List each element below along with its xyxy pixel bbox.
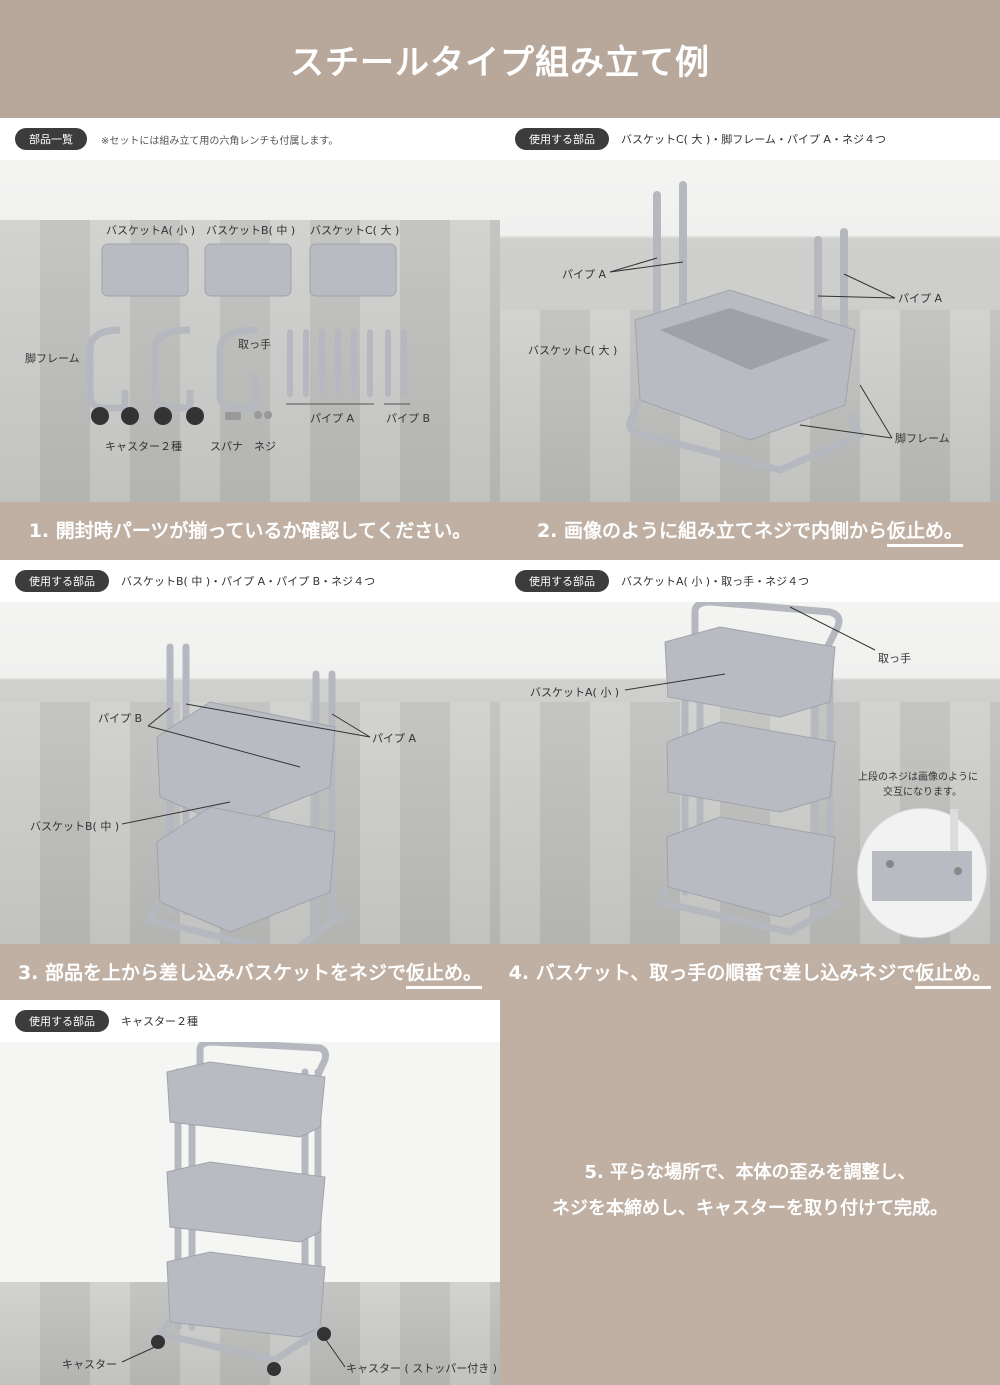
page-title: スチールタイプ組み立て例	[290, 42, 710, 83]
step-3-illustration	[121, 643, 371, 944]
parts-used: バスケットC( 大 )・脚フレーム・パイプ A・ネジ４つ	[621, 133, 886, 146]
basket-lower-shape	[166, 1251, 326, 1338]
label-basket-a: バスケットA( 小 )	[530, 686, 620, 699]
label-pipe-a-right: パイプ A	[898, 292, 943, 305]
parts-pill: 使用する部品	[15, 570, 109, 592]
label-spanner: スパナ	[210, 440, 243, 453]
parts-pill: 使用する部品	[15, 1010, 109, 1032]
panel-topbar: 使用する部品 バスケットB( 中 )・パイプ A・パイプ B・ネジ４つ	[0, 560, 500, 602]
parts-pill: 使用する部品	[515, 128, 609, 150]
step-2-photo: パイプ A パイプ A バスケットC( 大 ) 脚フレーム	[500, 160, 1000, 502]
step-1-caption: 1. 開封時パーツが揃っているか確認してください。	[28, 520, 472, 542]
panel-step-3: 使用する部品 バスケットB( 中 )・パイプ A・パイプ B・ネジ４つ パイプ …	[0, 560, 500, 944]
basket-a-shape	[664, 626, 836, 718]
casters-shape	[91, 407, 204, 425]
pipes-a	[287, 329, 373, 397]
label-pipe-a: パイプ A	[310, 412, 355, 425]
leg-frame-shape-2	[151, 326, 194, 412]
leg-frame-shape	[86, 326, 129, 412]
label-basket-b: バスケットB( 中 )	[30, 820, 120, 833]
step-4-caption: 4. バスケット、取っ手の順番で差し込みネジで仮止め。	[500, 958, 1000, 989]
final-line-1: 5. 平らな場所で、本体の歪みを調整し、	[584, 1162, 916, 1183]
panel-step-2: 使用する部品 バスケットC( 大 )・脚フレーム・パイプ A・ネジ４つ	[500, 118, 1000, 502]
basket-b-shape	[204, 243, 292, 297]
label-basket-c: バスケットC( 大 )	[310, 224, 400, 237]
label-caster: キャスター２種	[105, 440, 182, 453]
handle-shape	[196, 1042, 329, 1084]
label-caster: キャスター	[62, 1358, 117, 1371]
wrench-note: ※セットには組み立て用の六角レンチも付属します。	[101, 135, 339, 147]
step-2-illustration	[609, 181, 896, 474]
parts-photo: バスケットA( 小 ) バスケットB( 中 ) バスケットC( 大 ) 脚フレー…	[0, 160, 500, 502]
basket-c-shape	[309, 243, 397, 297]
panel-topbar: 使用する部品 キャスター２種	[0, 1000, 500, 1042]
label-pipe-b: パイプ B	[98, 712, 143, 725]
final-line-2: ネジを本締めし、キャスターを取り付けて完成。	[552, 1198, 948, 1219]
label-basket-a: バスケットA( 小 )	[106, 224, 196, 237]
step-4-photo: 取っ手 バスケットA( 小 ) 上段のネジは画像のように 交互になります。	[500, 602, 1000, 944]
screws-shape	[225, 411, 272, 420]
leg-frame-shape	[626, 398, 865, 474]
panel-step-5: 使用する部品 キャスター２種	[0, 1000, 500, 1385]
note-line-2: 交互になります。	[883, 787, 962, 798]
panel-parts-list: 部品一覧 ※セットには組み立て用の六角レンチも付属します。	[0, 118, 500, 502]
parts-used: バスケットB( 中 )・パイプ A・パイプ B・ネジ４つ	[121, 575, 376, 588]
page-header: スチールタイプ組み立て例	[0, 0, 1000, 118]
pipes-b	[385, 329, 407, 397]
parts-used: バスケットA( 小 )・取っ手・ネジ４つ	[621, 575, 810, 588]
label-caster-stopper: キャスター ( ストッパー付き )	[346, 1362, 498, 1375]
label-screw: ネジ	[254, 440, 276, 453]
panel-step-4: 使用する部品 バスケットA( 小 )・取っ手・ネジ４つ 取っ手 バスケットA( …	[500, 560, 1000, 944]
basket-lower-shape	[666, 816, 836, 918]
final-instructions: 5. 平らな場所で、本体の歪みを調整し、 ネジを本締めし、キャスターを取り付けて…	[500, 1155, 1000, 1227]
step-3-photo: パイプ B パイプ A バスケットB( 中 )	[0, 602, 500, 944]
parts-illustration	[86, 243, 410, 425]
step-5-illustration	[121, 1042, 346, 1376]
label-pipe-a: パイプ A	[372, 732, 417, 745]
closeup-illustration	[872, 809, 972, 901]
caster-wheels	[151, 1327, 331, 1376]
label-pipe-a-left: パイプ A	[562, 268, 607, 281]
leg-frame-shape	[654, 885, 842, 936]
label-basket-c: バスケットC( 大 )	[528, 344, 618, 357]
step-3-caption: 3. 部品を上から差し込みバスケットをネジで仮止め。	[0, 958, 500, 989]
label-basket-b: バスケットB( 中 )	[206, 224, 296, 237]
handle-shape	[691, 602, 843, 654]
handle-shape	[216, 326, 259, 412]
panel-topbar: 使用する部品 バスケットA( 小 )・取っ手・ネジ４つ	[500, 560, 1000, 602]
basket-b-shape	[156, 701, 336, 828]
basket-a-shape	[101, 243, 189, 297]
parts-pill: 部品一覧	[15, 128, 87, 150]
leg-frame-shape	[144, 900, 348, 944]
basket-top-shape	[166, 1061, 326, 1138]
label-leg-frame: 脚フレーム	[25, 352, 80, 365]
note-line-1: 上段のネジは画像のように	[858, 772, 978, 783]
label-handle: 取っ手	[878, 652, 911, 665]
leg-frame-shape	[153, 1319, 327, 1364]
basket-middle-shape	[666, 721, 836, 813]
step-5-photo: キャスター キャスター ( ストッパー付き )	[0, 1042, 500, 1385]
step-4-illustration	[624, 602, 876, 936]
parts-used: キャスター２種	[121, 1015, 198, 1028]
parts-pill: 使用する部品	[515, 570, 609, 592]
basket-middle-shape	[166, 1161, 326, 1243]
label-handle: 取っ手	[238, 338, 271, 351]
panel-topbar: 部品一覧 ※セットには組み立て用の六角レンチも付属します。	[0, 118, 500, 160]
step-2-caption: 2. 画像のように組み立てネジで内側から仮止め。	[500, 516, 1000, 547]
label-pipe-b: パイプ B	[386, 412, 431, 425]
screw-closeup	[857, 808, 987, 938]
label-leg-frame: 脚フレーム	[895, 432, 950, 445]
panel-topbar: 使用する部品 バスケットC( 大 )・脚フレーム・パイプ A・ネジ４つ	[500, 118, 1000, 160]
